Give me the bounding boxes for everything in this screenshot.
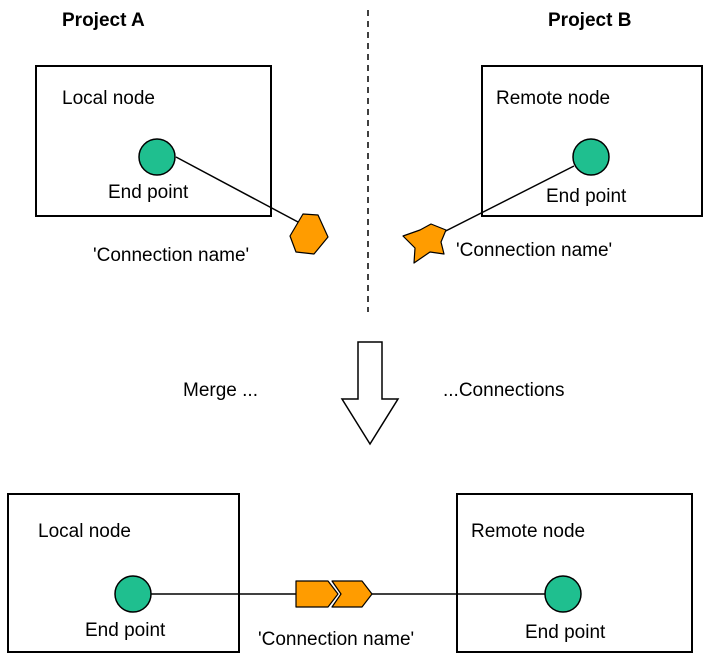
merge-right-text: ...Connections [443,380,564,401]
local-node-label-merged: Local node [38,521,131,542]
connection-name-b: 'Connection name' [456,240,612,261]
remote-node-label-b: Remote node [496,88,610,109]
merged-connector-local-icon [295,580,339,608]
connection-name-a: 'Connection name' [93,245,249,266]
merge-left-text: Merge ... [183,380,258,401]
connector-b-icon [402,223,447,264]
merged-endpoint-local [114,575,152,613]
project-b-title: Project B [548,10,631,31]
endpoint-a [138,138,176,176]
endpoint-b [572,138,610,176]
connector-a-icon [289,213,329,255]
local-node-box-merged [7,493,240,653]
connection-line-a [175,156,299,223]
merge-down-arrow-icon [340,341,400,446]
endpoint-label-b: End point [546,186,627,207]
merged-endpoint-label-local: End point [85,620,166,641]
local-node-label-a: Local node [62,88,155,109]
merged-connection-name: 'Connection name' [258,629,414,650]
project-a-title: Project A [62,10,145,31]
remote-node-box-merged [456,493,693,653]
merged-connector-remote-icon [331,580,373,608]
merged-endpoint-label-remote: End point [525,622,606,643]
remote-node-label-merged: Remote node [471,521,585,542]
merged-endpoint-remote [544,575,582,613]
endpoint-label-a: End point [108,182,189,203]
